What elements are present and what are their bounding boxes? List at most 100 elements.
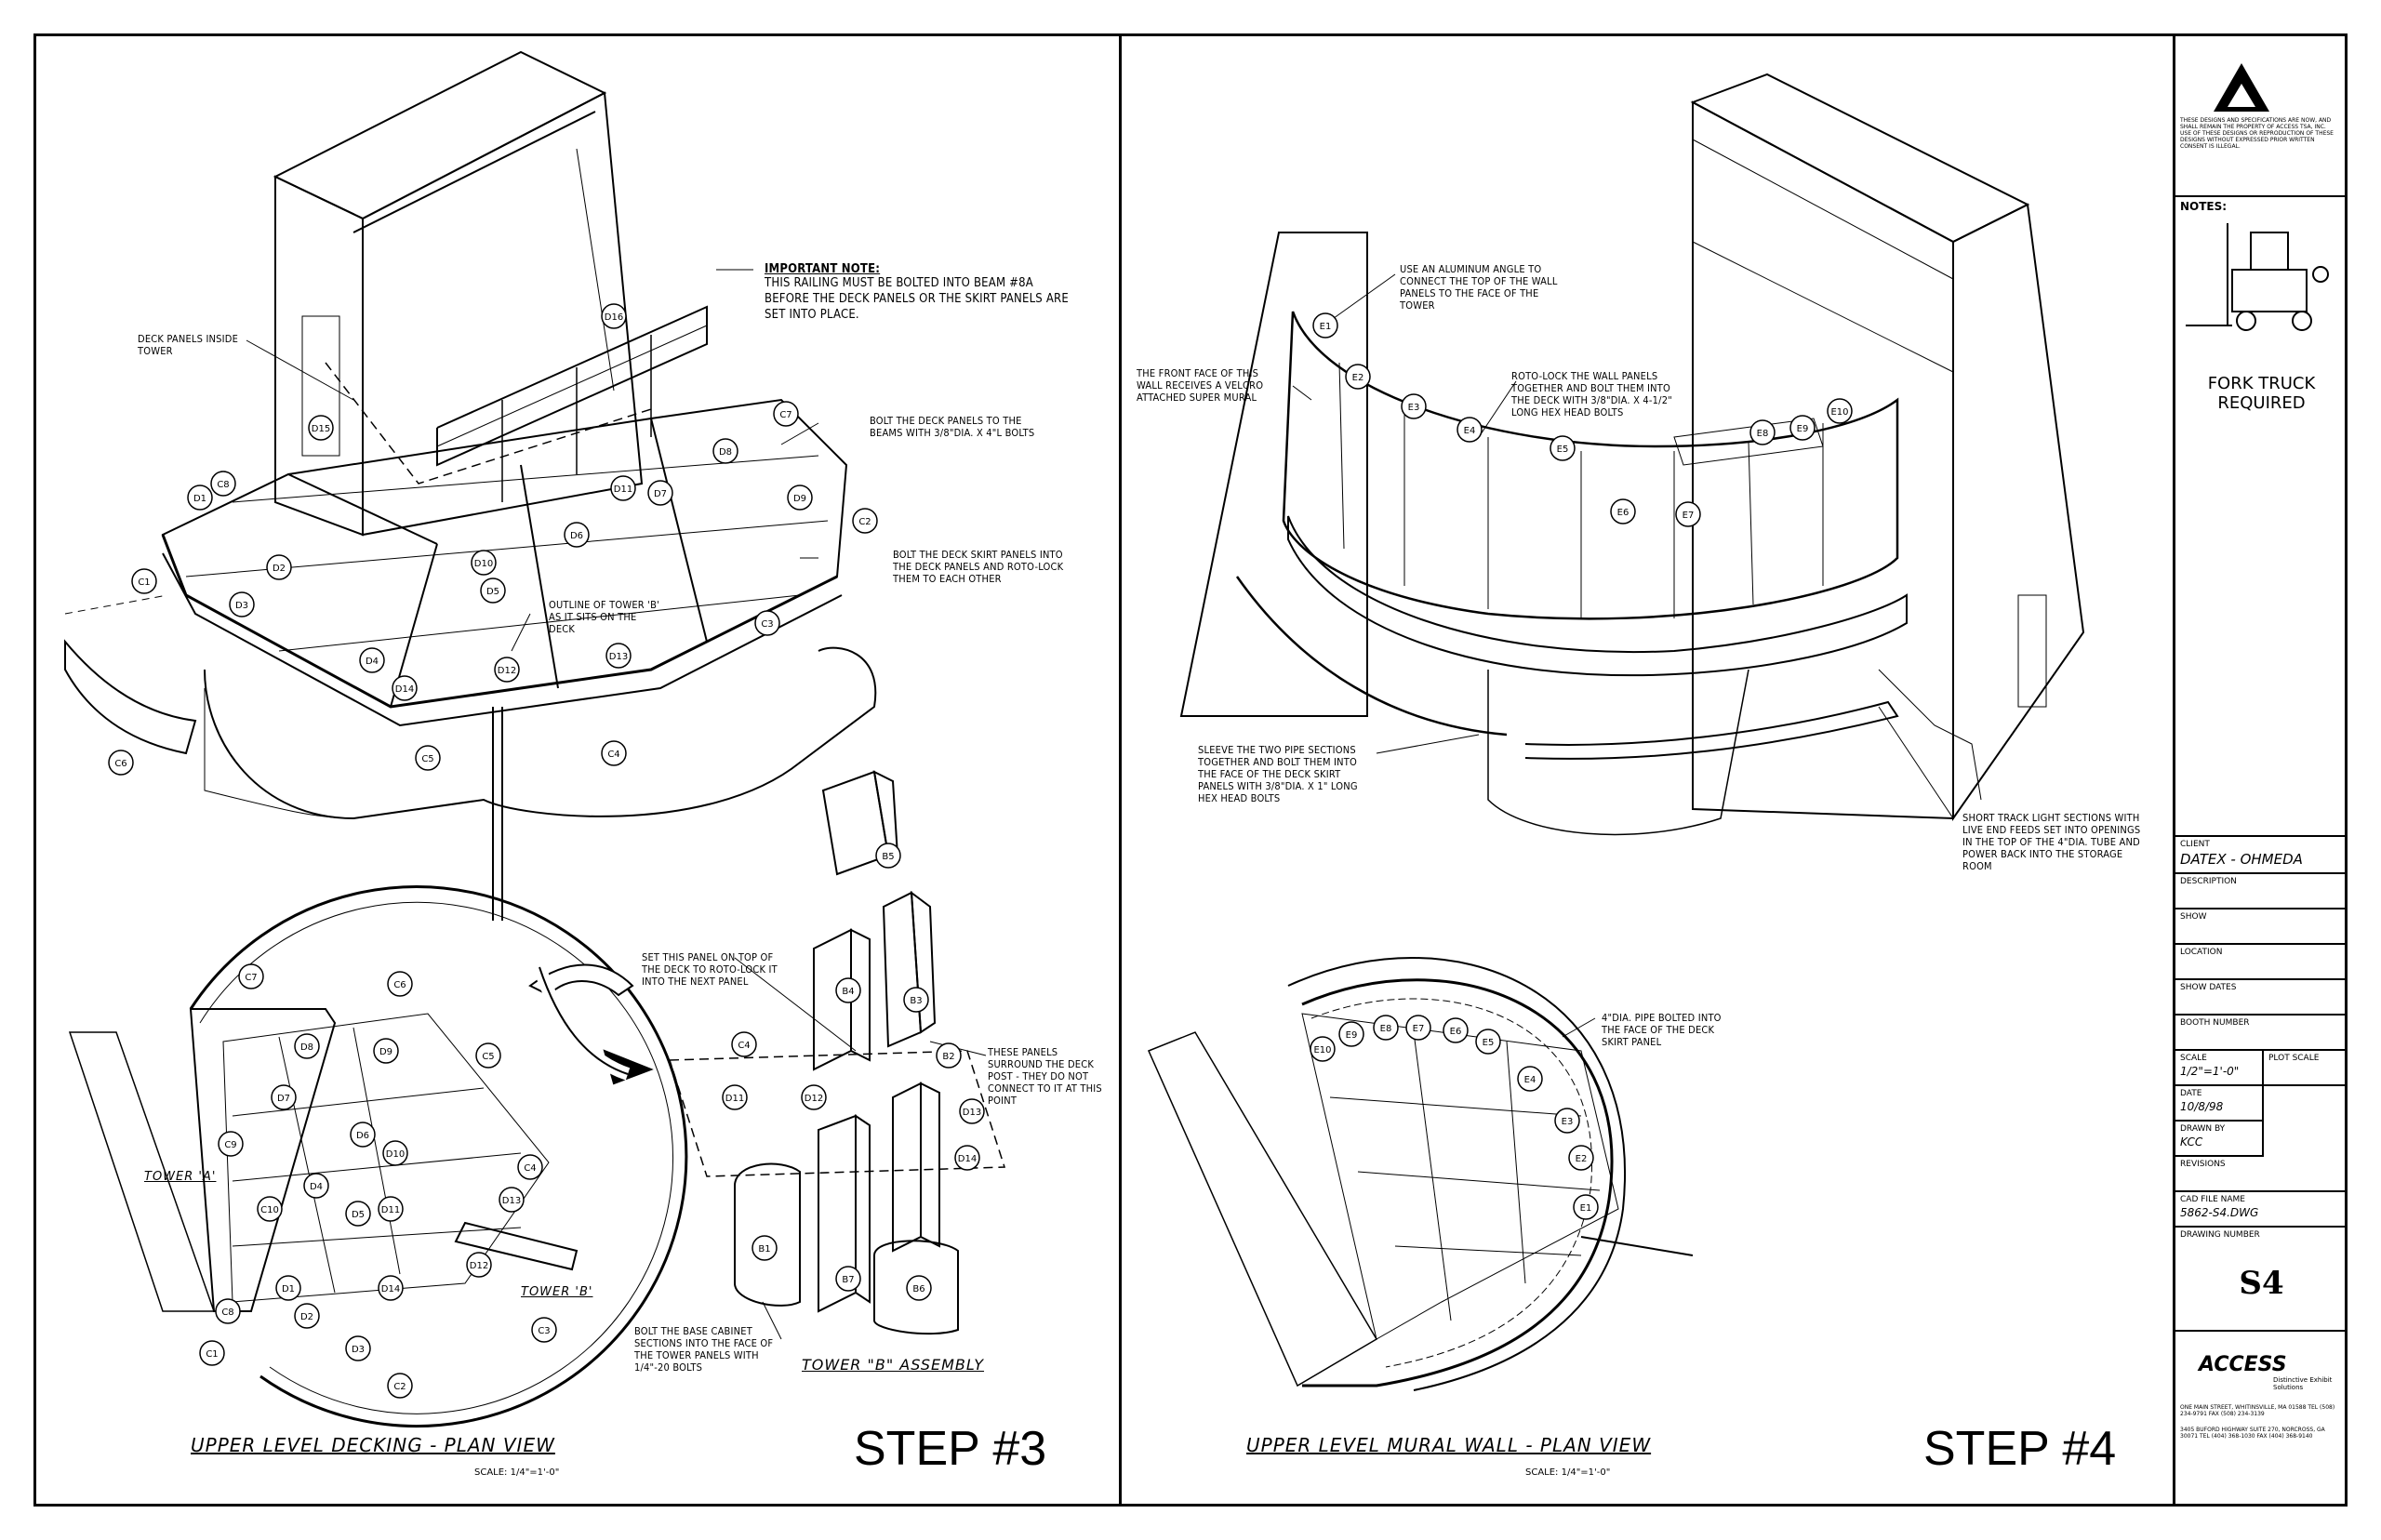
note-front-face: THE FRONT FACE OF THIS WALL RECEIVES A V…	[1137, 367, 1264, 404]
tag-label: E5	[1483, 1038, 1495, 1048]
tb-description-label: DESCRIPTION	[2180, 877, 2237, 886]
tag-label: E6	[1617, 508, 1629, 518]
tag-bubble	[345, 1201, 371, 1227]
tag-bubble	[499, 1187, 525, 1213]
tag-label: B3	[910, 996, 922, 1006]
tb-date-value: 10/8/98	[2180, 1100, 2224, 1113]
tag-bubble	[382, 1140, 408, 1166]
tag-label: C1	[138, 578, 150, 588]
tag-label: C2	[858, 517, 871, 527]
tb-date-label: DATE	[2180, 1089, 2202, 1098]
tag-label: E7	[1413, 1024, 1425, 1034]
leader-lines-right	[1292, 273, 1954, 1038]
tb-tagline: Distinctive Exhibit Solutions	[2273, 1376, 2333, 1391]
tag-label: D6	[570, 531, 583, 541]
tag-bubble	[308, 415, 334, 441]
tag-label: D15	[312, 424, 330, 434]
note-base-cabinet: BOLT THE BASE CABINET SECTIONS INTO THE …	[634, 1325, 774, 1374]
tag-bubble	[303, 1173, 329, 1199]
tag-label: D5	[486, 587, 499, 597]
tag-bubble	[1789, 415, 1816, 441]
tb-show-dates-label: SHOW DATES	[2180, 983, 2237, 992]
tag-bubble	[350, 1122, 376, 1148]
right-view-scale: SCALE: 1/4"=1'-0"	[1525, 1467, 1611, 1478]
tag-bubble	[564, 522, 590, 548]
tag-bubble	[959, 1098, 985, 1124]
tag-label: B7	[842, 1275, 854, 1285]
tag-label: D5	[352, 1210, 365, 1220]
tag-label: B1	[758, 1244, 770, 1255]
tb-scale-value: 1/2"=1'-0"	[2180, 1065, 2240, 1078]
note-deck-inside-tower: DECK PANELS INSIDE TOWER	[138, 333, 239, 357]
tb-location: LOCATION	[2175, 945, 2348, 980]
tag-label: D3	[235, 601, 248, 611]
tag-bubble	[1373, 1015, 1399, 1041]
access-logo-mark	[2214, 63, 2269, 112]
tag-bubble	[229, 591, 255, 617]
tag-bubble	[835, 1266, 861, 1292]
step-3-label: STEP #3	[854, 1422, 1047, 1476]
tag-bubble	[647, 480, 673, 506]
tag-bubble	[1345, 364, 1371, 390]
left-view-scale: SCALE: 1/4"=1'-0"	[474, 1467, 560, 1478]
tag-bubble	[387, 1373, 413, 1399]
important-note-text: THIS RAILING MUST BE BOLTED INTO BEAM #8…	[765, 276, 1069, 322]
tb-drawing-number-value: S4	[2239, 1265, 2284, 1302]
tag-label: C3	[761, 619, 773, 630]
tag-label: D7	[277, 1094, 290, 1104]
tag-bubble	[392, 675, 418, 701]
tag-label: B4	[842, 987, 854, 997]
tag-bubble	[378, 1275, 404, 1301]
tag-label: C1	[206, 1349, 218, 1360]
tag-label: D11	[725, 1094, 744, 1104]
tag-bubble	[187, 485, 213, 511]
tag-label: D12	[498, 666, 516, 676]
label-tower-b-assembly: TOWER "B" ASSEMBLY	[802, 1356, 985, 1374]
tb-booth-label: BOOTH NUMBER	[2180, 1018, 2250, 1028]
tb-company: ACCESS Distinctive Exhibit Solutions One…	[2175, 1332, 2348, 1507]
tag-label: D8	[300, 1042, 313, 1053]
tag-label: E10	[1313, 1045, 1331, 1055]
tag-label: C7	[779, 410, 791, 420]
tb-plot-scale-label: PLOT SCALE	[2268, 1054, 2320, 1063]
tag-bubble	[601, 303, 627, 329]
tag-bubble	[835, 977, 861, 1003]
tag-label: D7	[654, 489, 667, 499]
deck-plan-view	[68, 885, 688, 1427]
tag-bubble	[494, 657, 520, 683]
tag-bubble	[475, 1042, 501, 1069]
tag-label: D12	[470, 1261, 488, 1271]
tag-bubble	[801, 1084, 827, 1110]
tag-bubble	[531, 1317, 557, 1343]
tag-bubble	[1550, 435, 1576, 461]
tag-label: C4	[738, 1041, 750, 1051]
tag-label: D8	[719, 447, 732, 458]
tag-bubble	[731, 1031, 757, 1057]
tag-label: D3	[352, 1345, 365, 1355]
tag-label: D9	[793, 494, 806, 504]
tag-bubble	[257, 1196, 283, 1222]
tb-drawing-number-label: DRAWING NUMBER	[2180, 1230, 2260, 1240]
tag-bubble	[1827, 398, 1853, 424]
tag-bubble	[294, 1303, 320, 1329]
tb-scale-label: SCALE	[2180, 1054, 2207, 1063]
left-view-title: UPPER LEVEL DECKING - PLAN VIEW	[191, 1434, 555, 1456]
tag-label: E2	[1352, 373, 1364, 383]
tag-label: D14	[381, 1284, 400, 1294]
tag-bubble	[1675, 501, 1701, 527]
tag-label: D10	[474, 559, 493, 569]
tb-cad-label: CAD FILE NAME	[2180, 1195, 2245, 1204]
tag-bubble	[605, 643, 632, 669]
tag-bubble	[1405, 1015, 1431, 1041]
tag-bubble	[199, 1340, 225, 1366]
tag-bubble	[1338, 1021, 1364, 1047]
tag-label: D2	[273, 564, 286, 574]
tag-bubble	[359, 647, 385, 673]
tag-label: D14	[395, 684, 414, 695]
tag-label: D12	[805, 1094, 823, 1104]
tag-label: D4	[310, 1182, 323, 1192]
